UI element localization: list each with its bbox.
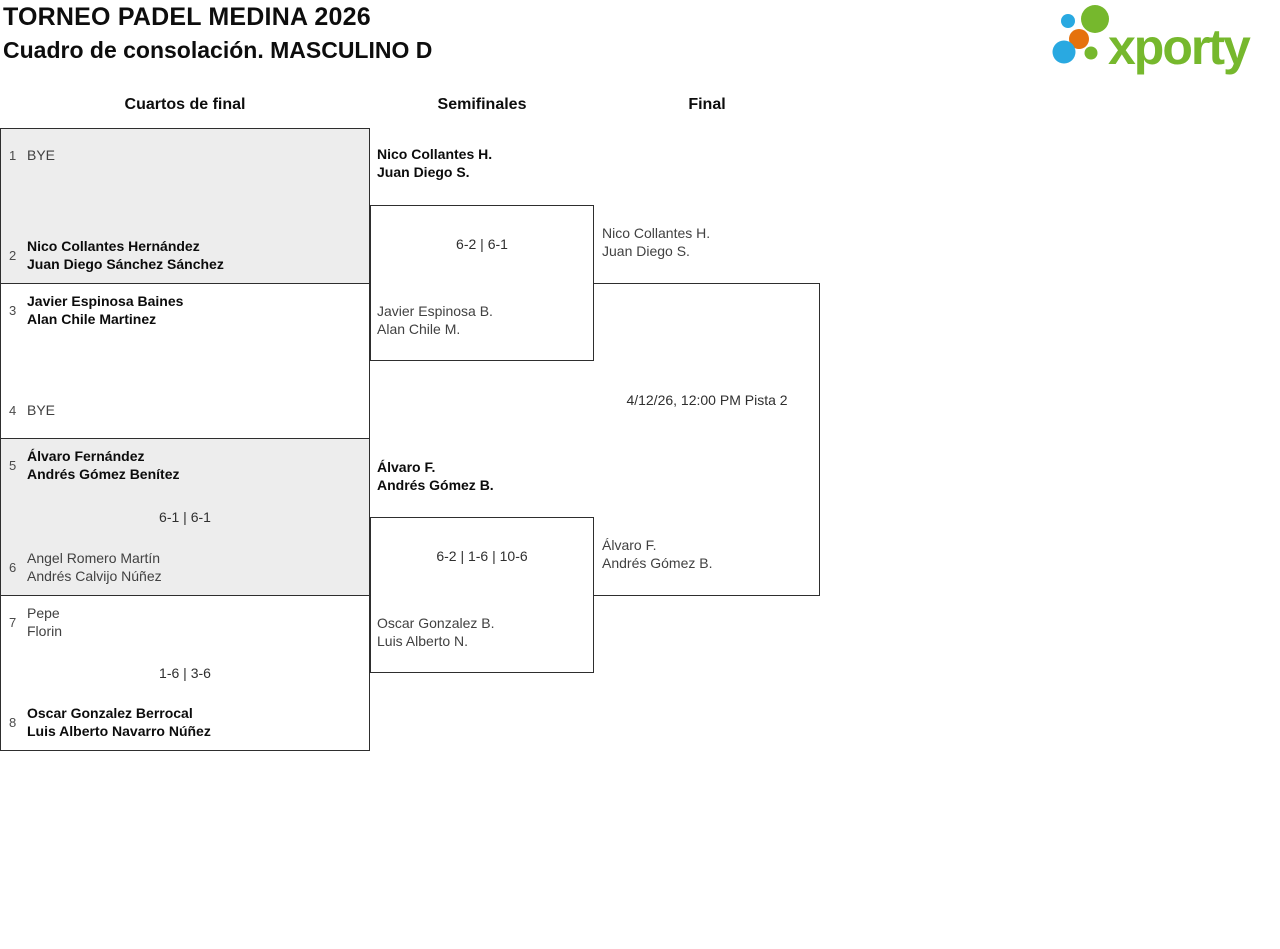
team-name-line: Oscar Gonzalez Berrocal	[27, 705, 193, 721]
team-name-line: Álvaro Fernández	[27, 448, 145, 464]
logo-dot-orange	[1069, 29, 1089, 49]
team-name-line: Andrés Gómez B.	[377, 476, 494, 493]
team-names: Pepe Florin	[27, 605, 62, 640]
final-team2-label: Álvaro F. Andrés Gómez B.	[602, 537, 713, 572]
final-match[interactable]	[594, 283, 820, 596]
team-name-line: Javier Espinosa Baines	[27, 293, 184, 309]
team-name-line: Luis Alberto Navarro Núñez	[27, 722, 211, 739]
team-name-line: BYE	[27, 146, 56, 163]
seed-number: 5	[9, 458, 17, 473]
final-team1-label: Nico Collantes H. Juan Diego S.	[602, 225, 710, 260]
team-name-line: Florin	[27, 622, 63, 639]
seed-number: 6	[9, 560, 17, 575]
page-subtitle: Cuadro de consolación. MASCULINO D	[3, 37, 433, 63]
team-slot-1: 1 BYE	[9, 138, 361, 173]
team-names: Javier Espinosa B.Alan Chile M.	[377, 303, 493, 338]
match-score: 6-1 | 6-1	[159, 509, 211, 525]
team-name-line: Pepe	[27, 605, 60, 621]
logo-wordmark: xporty	[1108, 19, 1251, 75]
team-name-line: Alan Chile M.	[377, 320, 461, 337]
team-slot-2: 2 Nico Collantes Hernández Juan Diego Sá…	[9, 238, 361, 273]
logo-dot-blue-large	[1052, 40, 1076, 64]
qf-match-4[interactable]: 7 Pepe Florin 1-6 | 3-6 8 Oscar Gonzalez…	[0, 595, 370, 751]
team-name-line: BYE	[27, 401, 56, 418]
team-names: BYE	[27, 402, 55, 420]
round-header-final: Final	[688, 96, 726, 113]
sf1-score: 6-2 | 6-1	[456, 236, 508, 252]
team-name-line: Angel Romero Martín	[27, 550, 161, 566]
seed-number: 2	[9, 248, 17, 263]
team-name-line: Nico Collantes H.	[602, 225, 711, 241]
logo-dot-green-large	[1081, 5, 1109, 33]
team-name-line: Juan Diego Sánchez Sánchez	[27, 255, 224, 272]
qf-match-2[interactable]: 3 Javier Espinosa Baines Alan Chile Mart…	[0, 283, 370, 439]
team-name-line: Álvaro F.	[377, 459, 436, 475]
qf-match-3[interactable]: 5 Álvaro Fernández Andrés Gómez Benítez …	[0, 438, 370, 596]
qf-match-1[interactable]: 1 BYE 2 Nico Collantes Hernández Juan Di…	[0, 128, 370, 284]
team-slot-2: 8 Oscar Gonzalez Berrocal Luis Alberto N…	[9, 705, 361, 740]
team-name-line: Nico Collantes Hernández	[27, 238, 200, 254]
sf-match-2[interactable]	[370, 517, 594, 673]
sf1-team1-label: Nico Collantes H.Juan Diego S.	[377, 146, 492, 181]
team-name-line: Luis Alberto N.	[377, 632, 469, 649]
team-name-line: Andrés Gómez Benítez	[27, 465, 180, 482]
team-names: Nico Collantes H.Juan Diego S.	[377, 146, 492, 181]
team-name-line: Alan Chile Martinez	[27, 310, 157, 327]
team-slot-2: 4 BYE	[9, 393, 361, 428]
team-name-line: Oscar Gonzalez B.	[377, 615, 495, 631]
seed-number: 1	[9, 148, 17, 163]
sf-match-1[interactable]	[370, 205, 594, 361]
xporty-logo[interactable]: xporty	[1048, 3, 1280, 85]
sf1-team2-label: Javier Espinosa B.Alan Chile M.	[377, 303, 493, 338]
team-names: Javier Espinosa Baines Alan Chile Martin…	[27, 293, 183, 328]
seed-number: 7	[9, 615, 17, 630]
team-names: Álvaro F.Andrés Gómez B.	[377, 459, 494, 494]
logo-dot-blue-small	[1061, 14, 1075, 28]
team-slot-2: 6 Angel Romero Martín Andrés Calvijo Núñ…	[9, 550, 361, 585]
seed-number: 3	[9, 303, 17, 318]
team-name-line: Nico Collantes H.	[377, 146, 493, 162]
team-slot-1: 5 Álvaro Fernández Andrés Gómez Benítez	[9, 448, 361, 483]
sf2-team1-label: Álvaro F.Andrés Gómez B.	[377, 459, 494, 494]
team-names: Álvaro Fernández Andrés Gómez Benítez	[27, 448, 179, 483]
team-names: Oscar Gonzalez Berrocal Luis Alberto Nav…	[27, 705, 211, 740]
team-name-line: Álvaro F.	[602, 537, 657, 553]
team-name-line: Andrés Calvijo Núñez	[27, 567, 162, 584]
logo-dots-icon: xporty	[1052, 5, 1253, 75]
logo-dot-green-small	[1084, 46, 1098, 60]
sf2-score: 6-2 | 1-6 | 10-6	[436, 548, 528, 564]
team-names: Oscar Gonzalez B.Luis Alberto N.	[377, 615, 495, 650]
seed-number: 8	[9, 715, 17, 730]
sf2-team2-label: Oscar Gonzalez B.Luis Alberto N.	[377, 615, 495, 650]
team-name-line: Javier Espinosa B.	[377, 303, 493, 319]
round-header-quarterfinals: Cuartos de final	[124, 96, 246, 113]
match-score: 1-6 | 3-6	[159, 665, 211, 681]
team-name-line: Andrés Gómez B.	[602, 554, 713, 571]
round-header-semifinals: Semifinales	[437, 96, 527, 113]
final-schedule: 4/12/26, 12:00 PM Pista 2	[626, 392, 788, 408]
team-names: Angel Romero Martín Andrés Calvijo Núñez	[27, 550, 162, 585]
page-title: TORNEO PADEL MEDINA 2026	[3, 3, 371, 31]
team-names: BYE	[27, 147, 55, 165]
team-slot-1: 3 Javier Espinosa Baines Alan Chile Mart…	[9, 293, 361, 328]
team-name-line: Juan Diego S.	[377, 163, 470, 180]
seed-number: 4	[9, 403, 17, 418]
team-slot-1: 7 Pepe Florin	[9, 605, 361, 640]
team-names: Nico Collantes Hernández Juan Diego Sánc…	[27, 238, 224, 273]
team-name-line: Juan Diego S.	[602, 242, 690, 259]
